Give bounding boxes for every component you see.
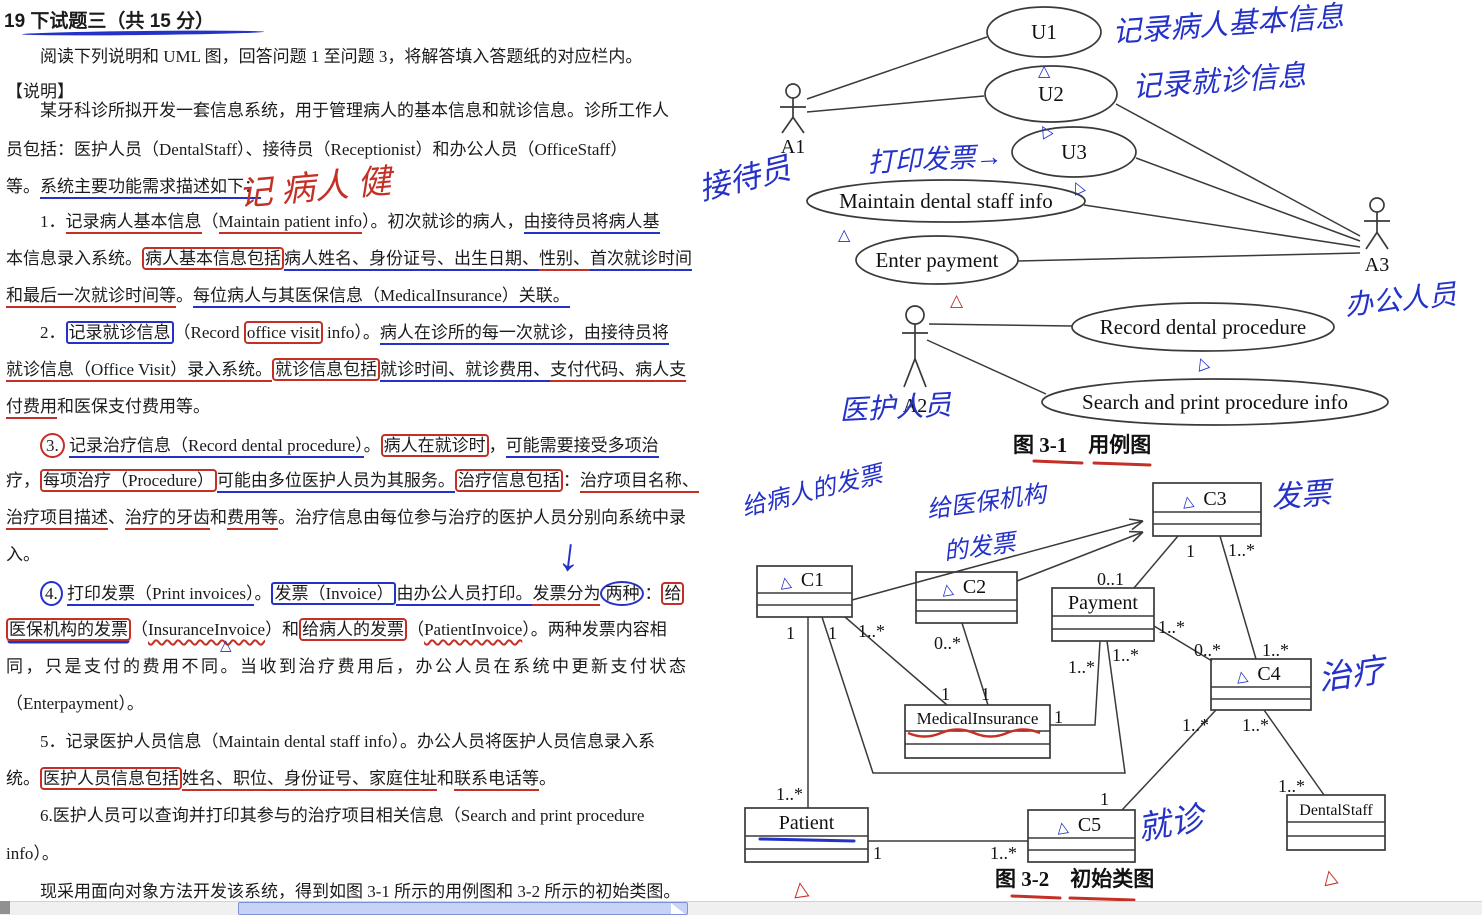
multiplicity-label: 1 — [828, 623, 837, 643]
classdiag-hand-note: 治疗 — [1316, 652, 1391, 698]
class-name-C4: C4 — [1257, 663, 1280, 685]
actor-A2 — [902, 306, 928, 387]
usecase-association — [807, 96, 984, 112]
class-name-C3: C3 — [1203, 488, 1226, 510]
usecase-association — [1136, 158, 1360, 241]
red-underline-stroke — [1070, 898, 1134, 900]
class-association — [1134, 536, 1178, 588]
actor-head — [1370, 198, 1384, 212]
usecase-association — [929, 324, 1072, 326]
actor-leg — [915, 359, 926, 387]
usecase-hand-note: 记录病人基本信息 — [1111, 1, 1345, 49]
hand-triangle-mark: △ — [1194, 353, 1212, 373]
classdiag-hand-note: 发票 — [1270, 477, 1337, 515]
multiplicity-label: 1..* — [858, 621, 885, 641]
classdiag-hand-note: 给医保机构 — [925, 480, 1051, 524]
multiplicity-label: 1..* — [1068, 657, 1095, 677]
hand-triangle-mark: △ — [950, 291, 964, 310]
hand-triangle-mark: △ — [1055, 819, 1070, 837]
multiplicity-label: 1 — [873, 843, 882, 863]
multiplicity-label: 1..* — [1182, 715, 1209, 735]
actor-leg — [904, 359, 915, 387]
usecase-label-maintain-dental-staff-info: Maintain dental staff info — [839, 189, 1053, 213]
actor-leg — [793, 117, 804, 133]
hand-triangle-mark: △ — [1038, 63, 1051, 80]
hand-triangle-mark: △ — [1235, 668, 1250, 686]
hand-triangle-mark: △ — [1321, 865, 1340, 889]
multiplicity-label: 1 — [1100, 789, 1109, 809]
hand-triangle-mark: △ — [1181, 493, 1196, 511]
classdiag-caption: 图 3-2 初始类图 — [995, 867, 1154, 891]
class-name-C1: C1 — [801, 569, 824, 591]
multiplicity-label: 1 — [1186, 541, 1195, 561]
multiplicity-label: 1 — [941, 684, 950, 704]
usecase-hand-note: 办公人员 — [1343, 279, 1459, 322]
hand-triangle-mark: △ — [1036, 120, 1056, 141]
usecase-hand-note: 医护人员 — [839, 390, 953, 427]
class-name-Patient: Patient — [779, 812, 835, 834]
multiplicity-label: 0..* — [1194, 640, 1221, 660]
usecase-association — [927, 340, 1046, 394]
hand-triangle-mark: △ — [792, 877, 811, 901]
multiplicity-label: 1..* — [1242, 715, 1269, 735]
usecase-label-search-and-print-procedure-info: Search and print procedure info — [1082, 390, 1348, 414]
class-name-C2: C2 — [963, 576, 986, 598]
actor-leg — [1377, 232, 1388, 249]
class-name-C5: C5 — [1078, 814, 1101, 836]
usecase-hand-note: 接待员 — [695, 150, 795, 207]
blue-underline-stroke — [760, 839, 854, 841]
usecase-label-U1: U1 — [1031, 20, 1057, 44]
multiplicity-label: 1..* — [1262, 640, 1289, 660]
actor-A1 — [780, 84, 806, 133]
multiplicity-label: 1..* — [990, 843, 1017, 863]
hand-triangle-mark: △ — [940, 581, 955, 599]
red-underline-stroke — [1034, 461, 1082, 463]
multiplicity-label: 1..* — [776, 784, 803, 804]
multiplicity-label: 1 — [981, 684, 990, 704]
red-underline-stroke — [1012, 896, 1060, 898]
usecase-association — [1018, 253, 1360, 261]
multiplicity-label: 1..* — [1158, 617, 1185, 637]
usecase-association — [807, 37, 987, 99]
classdiag-hand-note: 的发票 — [942, 529, 1021, 566]
classdiag-hand-note: 就诊 — [1135, 800, 1210, 848]
usecase-label-record-dental-procedure: Record dental procedure — [1100, 315, 1306, 339]
horizontal-scrollbar-track[interactable] — [0, 901, 1482, 915]
scrollbar-left-button[interactable] — [0, 901, 10, 914]
usecase-hand-note: 记录就诊信息 — [1131, 60, 1307, 104]
multiplicity-label: 1 — [786, 623, 795, 643]
usecase-label-U2: U2 — [1038, 82, 1064, 106]
actor-name-A3: A3 — [1365, 254, 1389, 276]
scrollbar-thumb-notch — [671, 903, 685, 914]
usecase-hand-note: 打印发票→ — [867, 141, 1003, 178]
multiplicity-label: 0..* — [934, 633, 961, 653]
multiplicity-label: 1 — [1054, 707, 1063, 727]
red-underline-stroke — [1094, 463, 1150, 465]
hand-triangle-mark: △ — [778, 574, 793, 592]
usecase-caption: 图 3-1 用例图 — [1013, 433, 1151, 457]
usecase-association — [1116, 104, 1360, 236]
class-name-MedicalInsurance: MedicalInsurance — [917, 709, 1039, 728]
hand-triangle-mark: △ — [1069, 177, 1088, 198]
actor-leg — [1366, 232, 1377, 249]
multiplicity-label: 1..* — [1278, 776, 1305, 796]
usecase-label-U3: U3 — [1061, 140, 1087, 164]
arrowhead — [1129, 519, 1143, 521]
actor-leg — [782, 117, 793, 133]
actor-head — [906, 306, 924, 324]
class-association — [1017, 532, 1143, 581]
multiplicity-label: 1..* — [1228, 540, 1255, 560]
class-name-Payment: Payment — [1068, 592, 1138, 614]
actor-head — [786, 84, 800, 98]
multiplicity-label: 0..1 — [1097, 569, 1124, 589]
actor-A3 — [1364, 198, 1390, 249]
classdiag-hand-note: 给病人的发票 — [739, 460, 889, 522]
hand-triangle-mark: △ — [838, 227, 851, 244]
class-name-DentalStaff: DentalStaff — [1299, 802, 1373, 819]
usecase-label-enter-payment: Enter payment — [875, 248, 998, 272]
multiplicity-label: 1..* — [1112, 645, 1139, 665]
scrollbar-thumb[interactable] — [238, 902, 688, 915]
